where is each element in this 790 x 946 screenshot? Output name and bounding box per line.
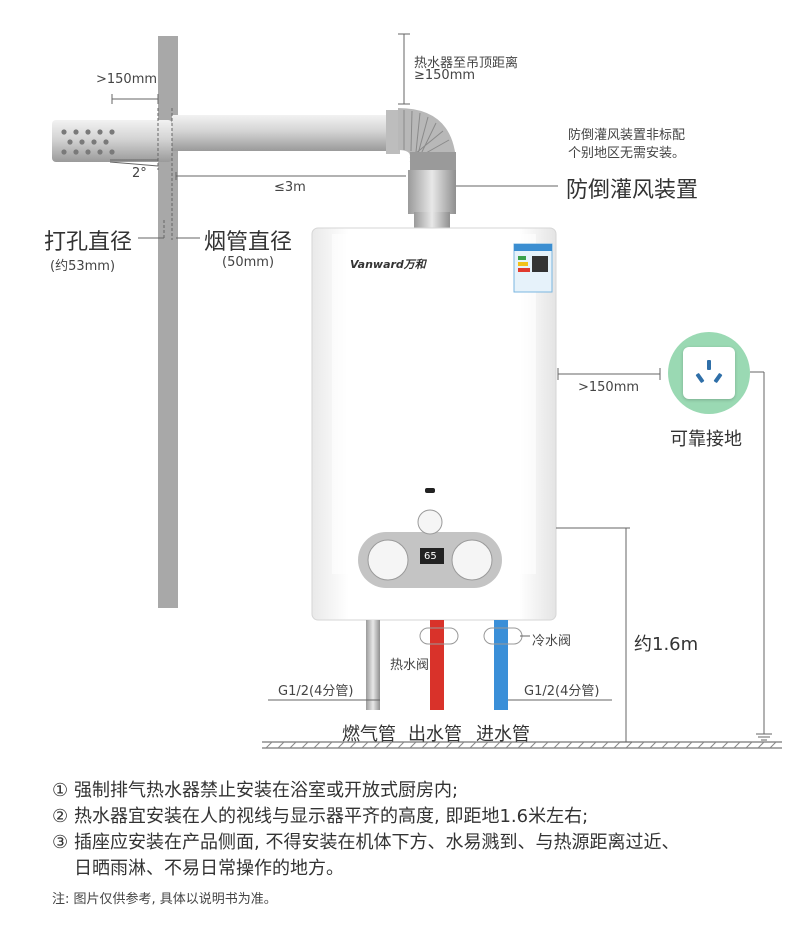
grounded-socket-icon	[668, 332, 750, 414]
ceiling-gap-label-1: 热水器至吊顶距离	[414, 56, 519, 71]
water-heater	[311, 227, 557, 621]
display-value: 65	[424, 551, 437, 562]
cold-water-pipe	[494, 620, 508, 710]
display-screen	[420, 548, 444, 564]
socket-hole	[695, 372, 705, 384]
footnote: 注: 图片仅供参考, 具体以说明书为准。	[52, 892, 277, 907]
hole-diameter-label: 打孔直径	[44, 230, 133, 255]
hot-water-pipe	[430, 620, 444, 710]
side-gap-label: >150mm	[578, 380, 640, 395]
wall	[158, 36, 178, 608]
socket-hole	[713, 372, 723, 384]
brand-logo: Vanward万和	[350, 258, 426, 271]
height-label: 约1.6m	[634, 634, 699, 655]
floor	[262, 741, 782, 749]
grounding-label: 可靠接地	[670, 429, 742, 450]
right-knob	[451, 539, 493, 581]
flue-pipe	[52, 108, 456, 232]
gas-pipe	[366, 620, 380, 710]
pipe-length-label: ≤3m	[274, 180, 306, 195]
slope-label: 2°	[132, 166, 147, 181]
in-pipe-label: 进水管	[476, 724, 530, 745]
hole-diameter-value: (约53mm)	[50, 259, 116, 274]
hot-valve-label: 热水阀	[390, 658, 430, 673]
ceiling-gap-label-2: ≥150mm	[414, 68, 476, 83]
anti-backdraft-label: 防倒灌风装置	[566, 178, 699, 203]
flue-diameter-value: (50mm)	[222, 255, 275, 270]
water-thread-label: G1/2(4分管)	[524, 684, 600, 699]
out-pipe-label: 出水管	[408, 724, 462, 745]
anti-backdraft-note-1: 防倒灌风装置非标配	[568, 128, 686, 143]
gas-pipe-label: 燃气管	[342, 724, 396, 745]
flue-diameter-label: 烟管直径	[204, 230, 293, 255]
wall-gap-label: >150mm	[96, 72, 158, 87]
socket-hole	[707, 360, 711, 370]
supply-pipes	[366, 620, 523, 710]
left-knob	[367, 539, 409, 581]
note-item: 日晒雨淋、不易日常操作的地方。	[74, 858, 344, 879]
cold-valve-label: 冷水阀	[532, 634, 572, 649]
top-knob	[417, 509, 443, 535]
dimension-lines	[109, 33, 772, 743]
anti-backdraft-note-2: 个别地区无需安装。	[568, 146, 686, 161]
socket-plate	[683, 347, 735, 399]
gas-thread-label: G1/2(4分管)	[278, 684, 354, 699]
